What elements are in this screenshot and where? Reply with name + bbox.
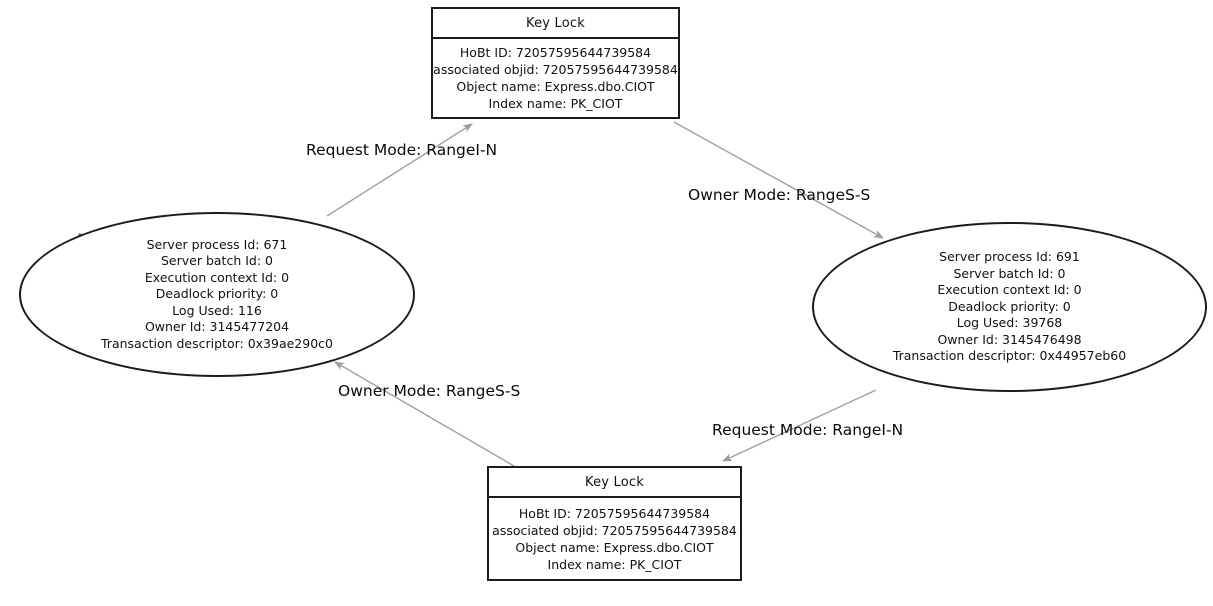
- edge-label-owner-left: Owner Mode: RangeS-S: [338, 382, 521, 400]
- edge-label-request-left: Request Mode: RangeI-N: [306, 141, 498, 159]
- edge-request-left-to-top: [326, 123, 473, 217]
- key-lock-node-bottom[interactable]: Key Lock HoBt ID: 72057595644739584 asso…: [487, 466, 742, 581]
- node-details: HoBt ID: 72057595644739584 associated ob…: [433, 39, 678, 117]
- node-detail-line: Log Used: 39768: [956, 315, 1063, 331]
- node-detail-line: Index name: PK_CIOT: [547, 556, 682, 572]
- node-detail-line: Execution context Id: 0: [144, 269, 290, 285]
- process-node-691[interactable]: Server process Id: 691 Server batch Id: …: [812, 222, 1207, 392]
- edge-label-request-right: Request Mode: RangeI-N: [712, 421, 904, 439]
- node-title: Key Lock: [433, 9, 678, 39]
- node-title: Key Lock: [489, 468, 740, 498]
- node-detail-line: Server batch Id: 0: [953, 265, 1066, 281]
- node-detail-line: Index name: PK_CIOT: [488, 96, 623, 111]
- node-detail-line: Server process Id: 691: [939, 249, 1080, 265]
- node-detail-line: Object name: Express.dbo.CIOT: [515, 539, 714, 555]
- node-detail-line: Object name: Express.dbo.CIOT: [456, 79, 655, 94]
- process-node-671-victim[interactable]: Server process Id: 671 Server batch Id: …: [19, 212, 415, 377]
- node-detail-line: HoBt ID: 72057595644739584: [459, 45, 652, 60]
- node-detail-line: Owner Id: 3145476498: [937, 331, 1082, 347]
- node-detail-line: Server batch Id: 0: [161, 253, 273, 269]
- node-detail-line: Transaction descriptor: 0x39ae290c0: [101, 335, 333, 351]
- node-details: HoBt ID: 72057595644739584 associated ob…: [489, 498, 740, 579]
- node-detail-line: Log Used: 116: [172, 302, 262, 318]
- key-lock-node-top[interactable]: Key Lock HoBt ID: 72057595644739584 asso…: [431, 7, 680, 119]
- node-detail-line: Owner Id: 3145477204: [144, 319, 290, 335]
- node-detail-line: Deadlock priority: 0: [155, 286, 279, 302]
- node-detail-line: associated objid: 72057595644739584: [433, 62, 678, 77]
- edge-label-owner-right: Owner Mode: RangeS-S: [688, 186, 871, 204]
- node-detail-line: Transaction descriptor: 0x44957eb60: [892, 348, 1127, 364]
- node-detail-line: associated objid: 72057595644739584: [492, 522, 737, 538]
- node-detail-line: Deadlock priority: 0: [948, 298, 1071, 314]
- edge-owner-top-to-right: [673, 121, 884, 239]
- node-detail-line: HoBt ID: 72057595644739584: [518, 505, 711, 521]
- node-detail-line: Server process Id: 671: [146, 236, 288, 252]
- edge-owner-bottom-to-left: [334, 361, 515, 467]
- node-detail-line: Execution context Id: 0: [937, 282, 1082, 298]
